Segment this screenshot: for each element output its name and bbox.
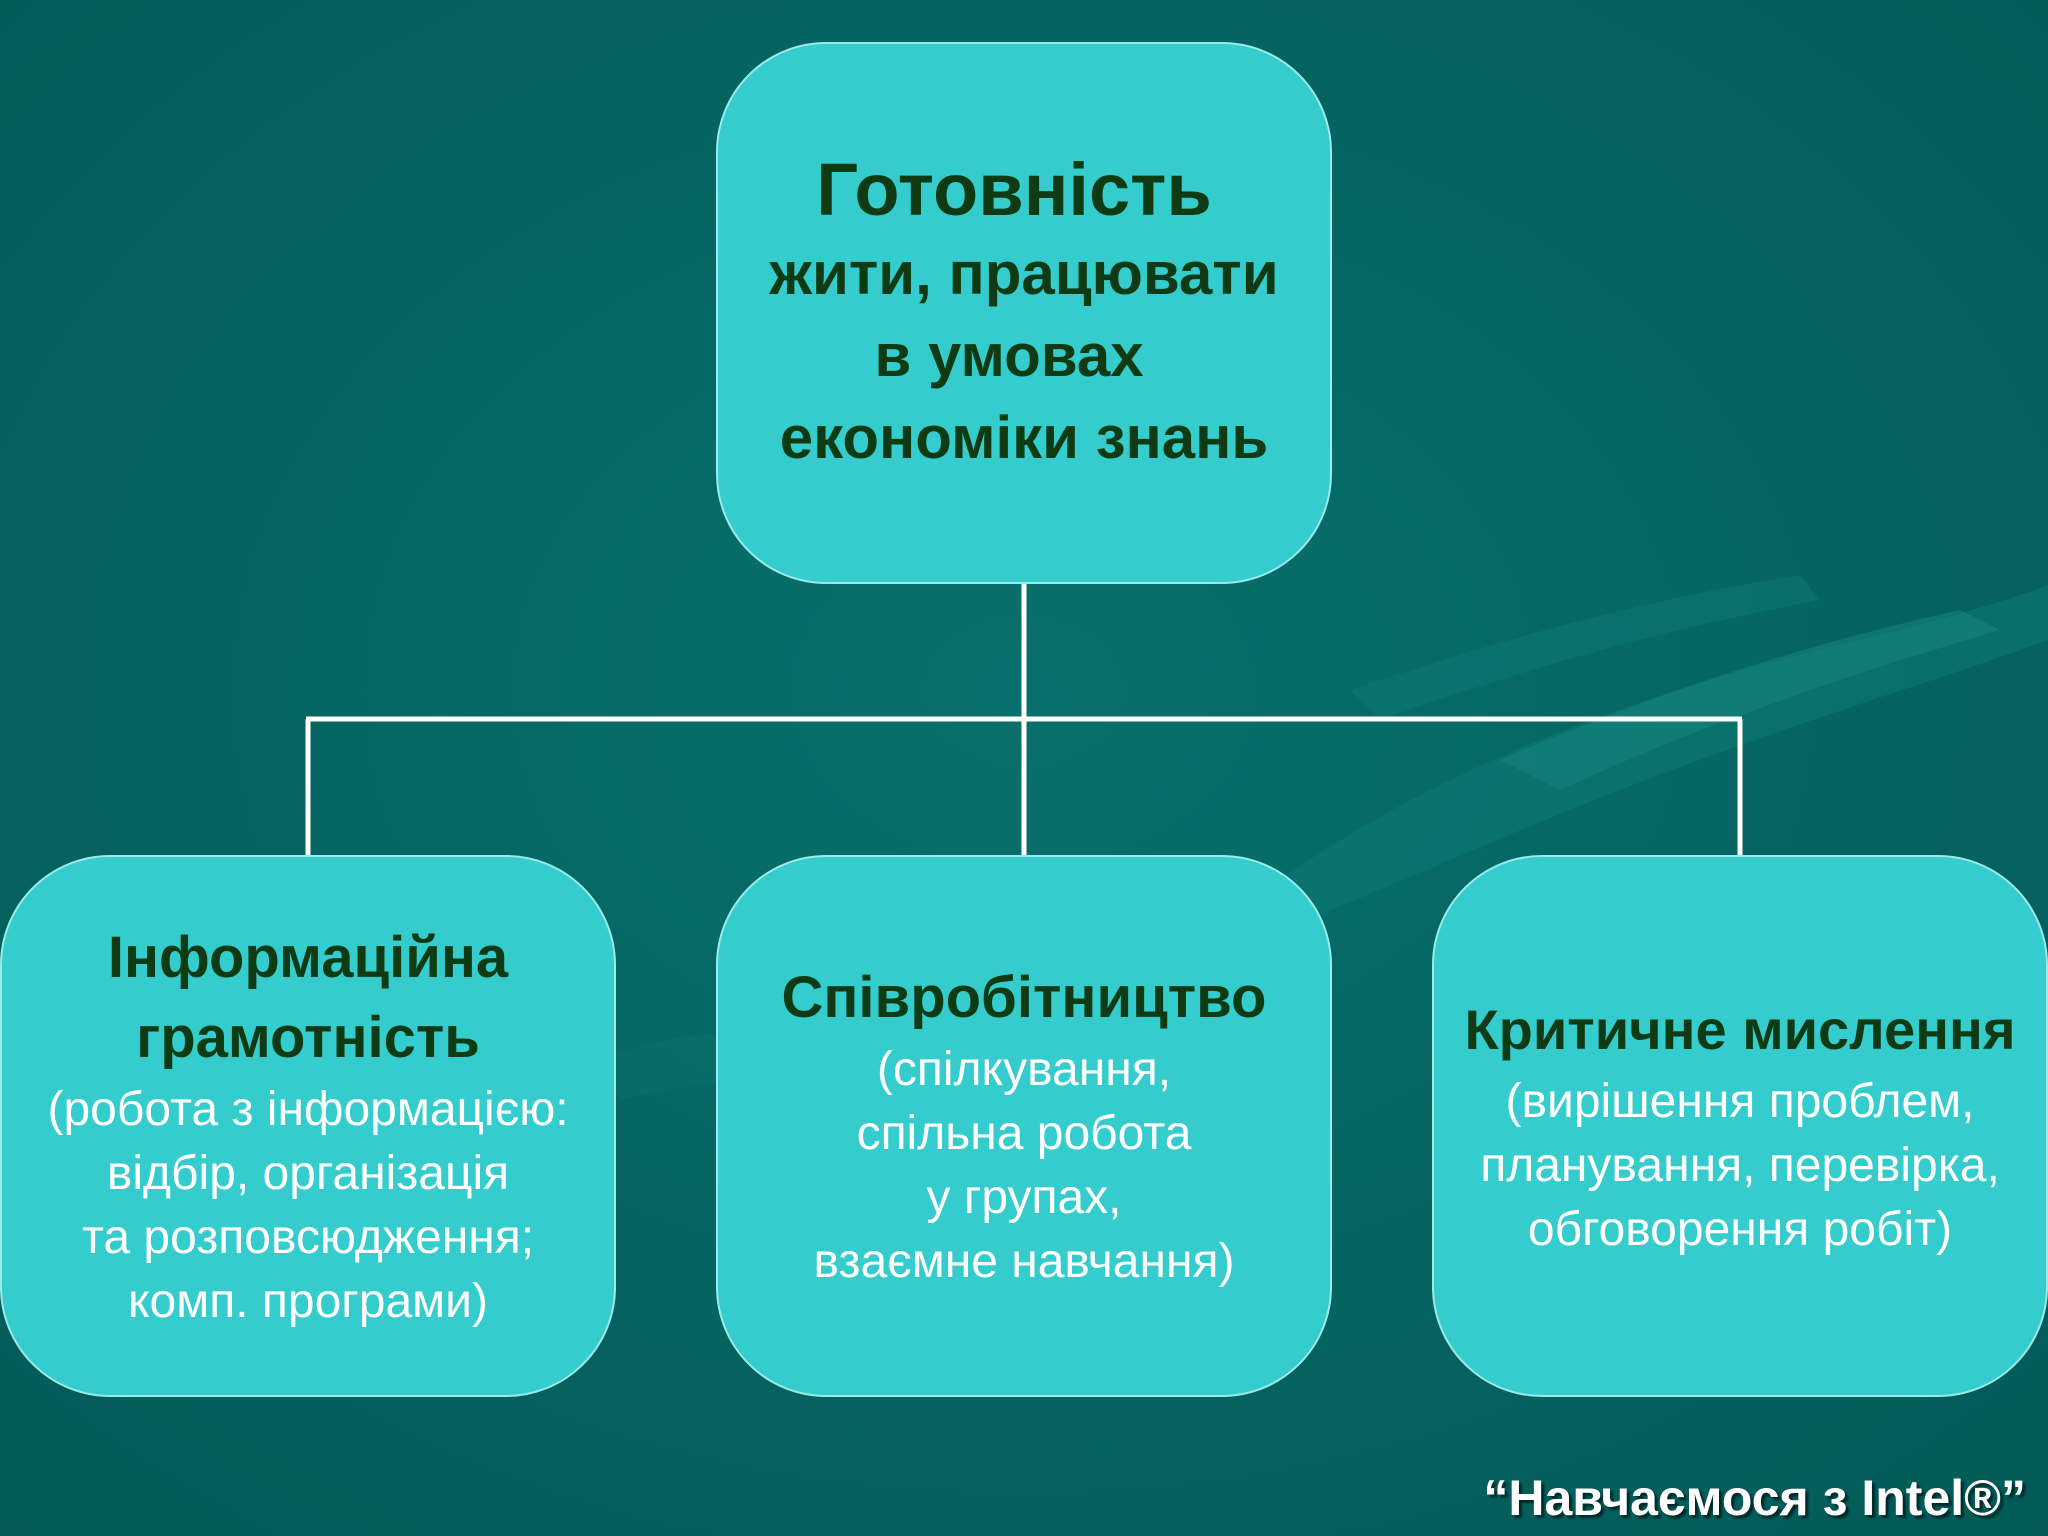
- root-node: Готовність жити, працювати в умовах екон…: [716, 42, 1332, 584]
- child-2-description-line-3: у групах,: [926, 1171, 1122, 1224]
- root-line-2: в умовах: [874, 322, 1144, 389]
- child-node-information-literacy: Інформаційна грамотність (робота з інфор…: [0, 855, 616, 1397]
- child-3-description-line-3: обговорення робіт): [1527, 1203, 1953, 1256]
- footer-caption: “Навчаємося з Intel®”: [1483, 1470, 2026, 1526]
- child-1-description-line-2: відбір, організація: [106, 1147, 510, 1200]
- child-1-description-line-4: комп. програми): [128, 1275, 488, 1328]
- child-2-description-line-4: взаємне навчання): [813, 1235, 1235, 1288]
- child-node-collaboration: Співробітництво (спілкування, спільна ро…: [716, 855, 1332, 1397]
- root-line-3: економіки знань: [779, 404, 1269, 471]
- child-3-description-line-1: (вирішення проблем,: [1505, 1075, 1975, 1128]
- child-1-description-line-1: (робота з інформацією:: [47, 1083, 569, 1136]
- root-line-1: жити, працювати: [769, 240, 1279, 307]
- child-2-description-line-1: (спілкування,: [876, 1043, 1172, 1096]
- child-2-description-line-2: спільна робота: [856, 1107, 1192, 1160]
- child-node-critical-thinking: Критичне мислення (вирішення проблем, пл…: [1432, 855, 2048, 1397]
- child-1-heading-line-1: Інформаційна: [107, 925, 509, 990]
- root-title: Готовність: [816, 148, 1212, 231]
- child-3-description-line-2: планування, перевірка,: [1480, 1139, 2000, 1192]
- child-1-heading-line-2: грамотність: [136, 1005, 480, 1070]
- child-2-heading-line-1: Співробітництво: [781, 965, 1267, 1030]
- child-1-description-line-3: та розповсюдження;: [81, 1211, 535, 1264]
- child-3-heading-line-1: Критичне мислення: [1464, 998, 2016, 1061]
